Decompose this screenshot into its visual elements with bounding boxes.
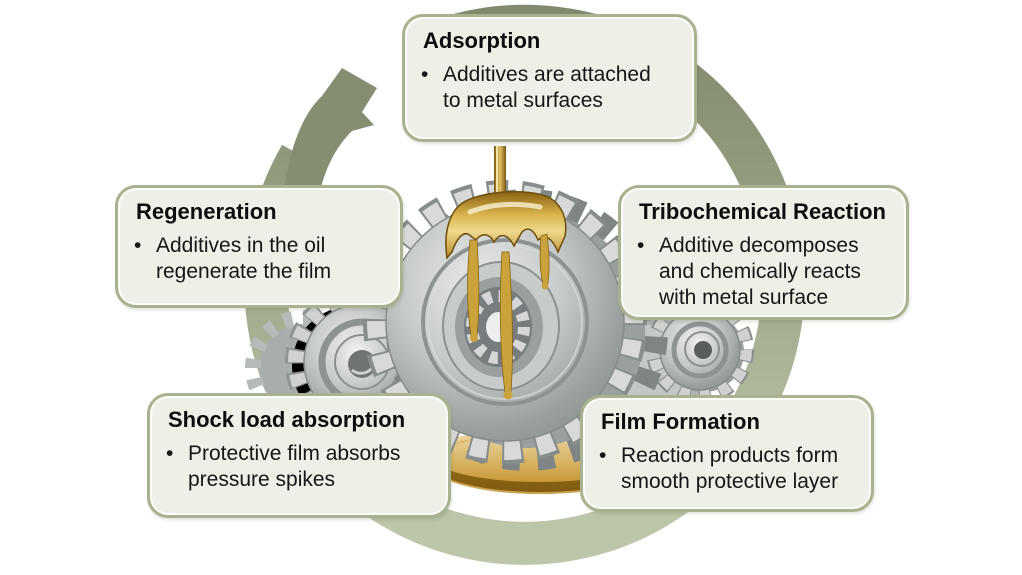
step-bullet: • Additives in the oil regenerate the fi… [134,233,372,285]
oil-coating [445,190,567,400]
step-title: Regeneration [136,199,277,224]
bullet-icon: • [421,63,429,87]
step-bullet-text: Reaction products form smooth protective… [621,444,839,494]
step-title: Adsorption [423,28,541,53]
step-bullet: • Additives are attached to metal surfac… [421,62,666,114]
step-bullet-text: Additive decomposes and chemically react… [659,234,861,310]
step-bullet: • Reaction products form smooth protecti… [599,443,843,495]
step-bullet: • Additive decomposes and chemically rea… [637,233,878,311]
step-bullet-text: Additives in the oil regenerate the film [156,234,332,284]
bullet-icon: • [166,442,174,466]
bullet-icon: • [637,234,645,258]
step-box-adsorption: Adsorption • Additives are attached to m… [402,14,697,142]
step-box-tribochemical-reaction: Tribochemical Reaction • Additive decomp… [618,185,909,320]
cycle-arrowhead-icon [283,68,377,200]
step-title: Tribochemical Reaction [639,199,886,224]
step-bullet-text: Protective film absorbs pressure spikes [188,442,401,492]
bullet-icon: • [134,234,142,258]
step-bullet-text: Additives are attached to metal surfaces [443,63,651,113]
step-box-film-formation: Film Formation • Reaction products form … [580,395,874,512]
step-bullet: • Protective film absorbs pressure spike… [166,441,420,493]
step-box-shock-load-absorption: Shock load absorption • Protective film … [147,393,451,518]
bullet-icon: • [599,444,607,468]
step-title: Shock load absorption [168,407,406,432]
step-title: Film Formation [601,409,760,434]
step-box-regeneration: Regeneration • Additives in the oil rege… [115,185,403,308]
